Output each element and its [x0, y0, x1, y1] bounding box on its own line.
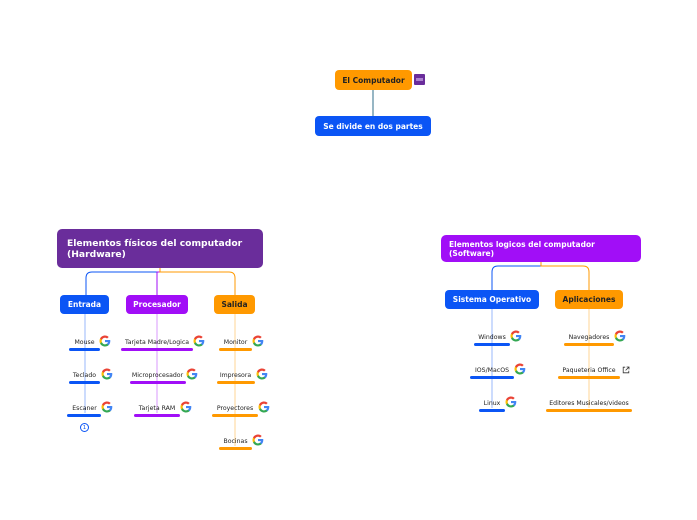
- google-g-icon[interactable]: [256, 368, 268, 380]
- group-sistema-operativo[interactable]: Sistema Operativo: [445, 290, 539, 309]
- item-escaner[interactable]: Escaner: [72, 405, 97, 412]
- item-windows-underline: [474, 343, 510, 346]
- item-tarjeta-ram[interactable]: Tarjeta RAM: [138, 405, 176, 412]
- group-aplicaciones[interactable]: Aplicaciones: [555, 290, 623, 309]
- hardware-label: Elementos físicos del computador (Hardwa…: [67, 237, 243, 260]
- google-g-icon[interactable]: [252, 434, 264, 446]
- item-mouse[interactable]: Mouse: [74, 339, 95, 346]
- group-apps-label: Aplicaciones: [562, 295, 616, 304]
- software-node[interactable]: Elementos logicos del computador (Softwa…: [441, 235, 641, 262]
- item-editores-underline: [546, 409, 632, 412]
- item-mouse-underline: [69, 348, 100, 351]
- google-g-icon[interactable]: [505, 396, 517, 408]
- root-node[interactable]: El Computador: [335, 70, 412, 90]
- group-procesador-label: Procesador: [133, 300, 181, 309]
- mindmap-image-icon[interactable]: [414, 74, 425, 85]
- item-microprocesador-underline: [130, 381, 186, 384]
- item-microprocesador[interactable]: Microprocesador: [131, 372, 184, 379]
- item-windows[interactable]: Windows: [478, 334, 506, 341]
- item-bocinas-underline: [219, 447, 252, 450]
- item-paqueteria-office[interactable]: Paqueteria Office: [562, 367, 616, 374]
- group-salida[interactable]: Salida: [214, 295, 255, 314]
- google-g-icon[interactable]: [193, 335, 205, 347]
- item-tarjeta-ram-underline: [134, 414, 180, 417]
- google-g-icon[interactable]: [614, 330, 626, 342]
- group-procesador[interactable]: Procesador: [126, 295, 188, 314]
- item-monitor-underline: [219, 348, 252, 351]
- item-escaner-underline: [67, 414, 101, 417]
- group-entrada[interactable]: Entrada: [60, 295, 109, 314]
- item-tarjeta-madre[interactable]: Tarjeta Madre/Logica: [124, 339, 190, 346]
- external-link-icon[interactable]: [622, 366, 630, 374]
- group-salida-label: Salida: [221, 300, 248, 309]
- hardware-node[interactable]: Elementos físicos del computador (Hardwa…: [57, 229, 263, 268]
- item-ios-macos-underline: [470, 376, 514, 379]
- connector-hw-entrada: [85, 268, 161, 295]
- item-bocinas[interactable]: Bocinas: [223, 438, 248, 445]
- google-g-icon[interactable]: [101, 401, 113, 413]
- divides-node[interactable]: Se divide en dos partes: [315, 116, 431, 136]
- software-label: Elementos logicos del computador (Softwa…: [449, 239, 595, 258]
- item-monitor[interactable]: Monitor: [223, 339, 248, 346]
- item-tarjeta-madre-underline: [121, 348, 193, 351]
- item-paqueteria-office-underline: [558, 376, 620, 379]
- connector-sw-so: [491, 262, 542, 290]
- item-navegadores-underline: [564, 343, 614, 346]
- item-navegadores[interactable]: Navegadores: [568, 334, 610, 341]
- item-proyectores-underline: [212, 414, 258, 417]
- connector-hw-salida: [159, 268, 236, 295]
- group-so-label: Sistema Operativo: [452, 295, 532, 304]
- item-proyectores[interactable]: Proyectores: [216, 405, 254, 412]
- item-linux[interactable]: Linux: [483, 400, 501, 407]
- google-g-icon[interactable]: [101, 368, 113, 380]
- item-impresora-underline: [217, 381, 255, 384]
- item-teclado[interactable]: Teclado: [72, 372, 97, 379]
- root-label: El Computador: [342, 75, 405, 85]
- google-g-icon[interactable]: [514, 363, 526, 375]
- item-ios-macos[interactable]: IOS/MacOS: [474, 367, 510, 374]
- google-g-icon[interactable]: [510, 330, 522, 342]
- google-g-icon[interactable]: [252, 335, 264, 347]
- google-g-icon[interactable]: [258, 401, 270, 413]
- item-impresora[interactable]: Impresora: [219, 372, 252, 379]
- google-g-icon[interactable]: [186, 368, 198, 380]
- more-items-badge[interactable]: 1: [80, 423, 89, 432]
- google-g-icon[interactable]: [180, 401, 192, 413]
- connector-sw-apps: [540, 262, 590, 290]
- item-linux-underline: [479, 409, 505, 412]
- item-editores[interactable]: Editores Musicales/videos: [549, 400, 629, 407]
- divides-label: Se divide en dos partes: [323, 121, 423, 131]
- google-g-icon[interactable]: [99, 335, 111, 347]
- group-entrada-label: Entrada: [67, 300, 102, 309]
- item-teclado-underline: [69, 381, 100, 384]
